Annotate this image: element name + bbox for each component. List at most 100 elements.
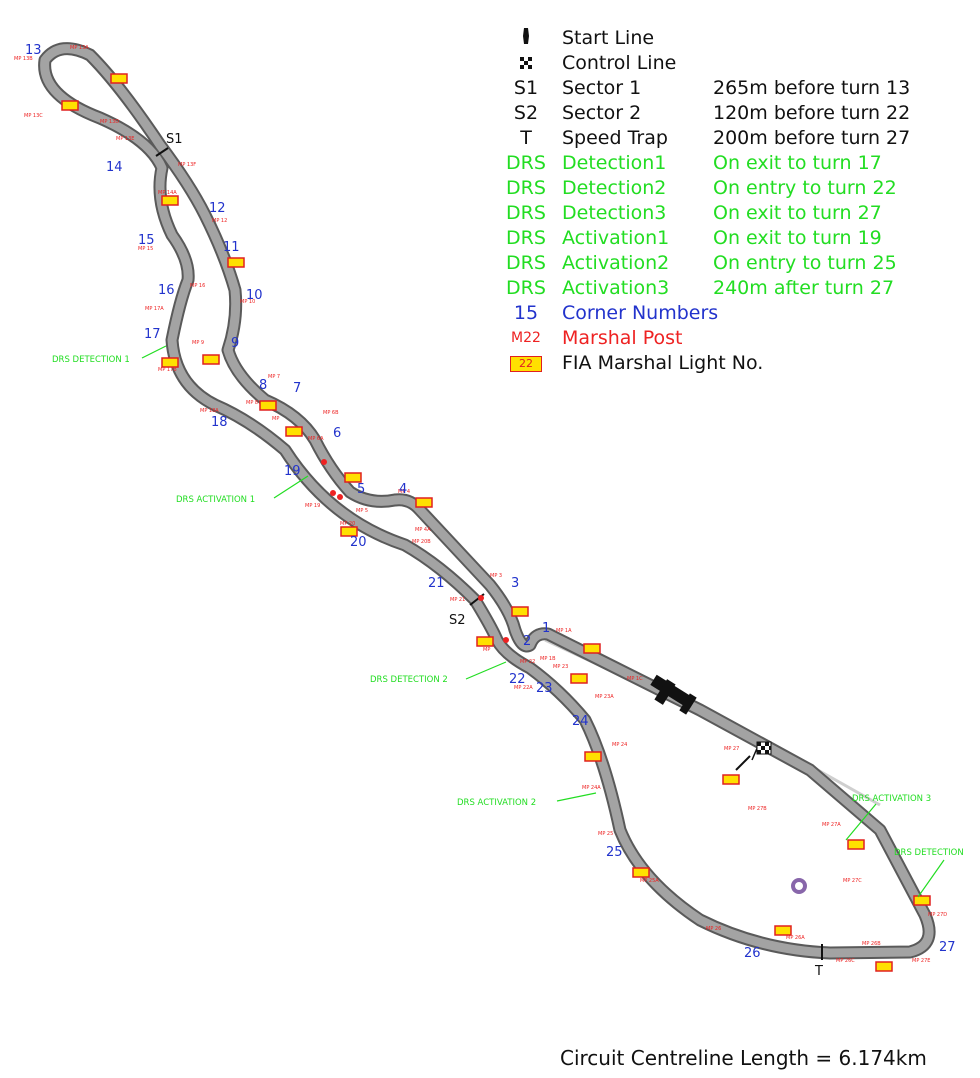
corner-17: 17 bbox=[144, 327, 161, 342]
legend-sector1-name: Sector 1 bbox=[562, 77, 642, 99]
svg-text:MP 21: MP 21 bbox=[450, 597, 465, 603]
legend-drs-detection3-name: Detection3 bbox=[562, 202, 667, 224]
svg-text:MP 27B: MP 27B bbox=[748, 806, 767, 812]
svg-text:MP 27A: MP 27A bbox=[822, 822, 841, 828]
legend-drs-activation2-name: Activation2 bbox=[562, 252, 670, 274]
svg-text:MP 22A: MP 22A bbox=[514, 685, 533, 691]
checkered-flag-icon bbox=[751, 741, 772, 761]
svg-text:MP 27E: MP 27E bbox=[912, 958, 930, 964]
corner-6: 6 bbox=[333, 426, 341, 441]
svg-text:MP 13C: MP 13C bbox=[24, 113, 43, 119]
checkered-flag-icon bbox=[500, 51, 552, 76]
drs-leader-lines bbox=[141, 345, 945, 898]
svg-text:MP 23A: MP 23A bbox=[595, 694, 614, 700]
legend-drs-detection1-symbol: DRS bbox=[506, 152, 546, 174]
marshal-light-boxes bbox=[61, 73, 931, 972]
drs-detection3-callout: DRS DETECTION bbox=[894, 848, 964, 858]
legend-drs-activation1-name: Activation1 bbox=[562, 227, 670, 249]
legend-speed-trap-desc: 200m before turn 27 bbox=[713, 127, 911, 149]
legend-marshal-post-name: Marshal Post bbox=[562, 327, 683, 349]
svg-text:MP 26: MP 26 bbox=[706, 926, 721, 932]
legend-drs-activation3-symbol: DRS bbox=[506, 277, 546, 299]
svg-text:MP 26C: MP 26C bbox=[836, 958, 855, 964]
svg-text:MP 6A: MP 6A bbox=[308, 436, 324, 442]
marshal-light-icon: 22 bbox=[500, 351, 552, 376]
track-surface bbox=[40, 44, 934, 958]
legend-drs-activation2-symbol: DRS bbox=[506, 252, 546, 274]
corner-14: 14 bbox=[106, 160, 123, 175]
corner-3: 3 bbox=[511, 576, 519, 591]
corner-11: 11 bbox=[223, 240, 240, 255]
marshal-post-dots bbox=[321, 459, 509, 643]
legend-sector2-desc: 120m before turn 22 bbox=[713, 102, 911, 124]
svg-text:MP 7: MP 7 bbox=[268, 374, 280, 380]
svg-text:MP 1C: MP 1C bbox=[627, 676, 643, 682]
compass-icon bbox=[791, 878, 807, 894]
drs-activation1-callout: DRS ACTIVATION 1 bbox=[176, 495, 255, 505]
svg-text:MP 15: MP 15 bbox=[138, 246, 153, 252]
legend-marshal-light-symbol: 22 bbox=[510, 355, 542, 372]
drs-detection1-callout: DRS DETECTION 1 bbox=[52, 355, 130, 365]
legend-start-line-name: Start Line bbox=[562, 27, 655, 49]
corner-1: 1 bbox=[542, 621, 550, 636]
corner-8: 8 bbox=[259, 378, 267, 393]
corner-18: 18 bbox=[211, 415, 228, 430]
svg-text:MP 23: MP 23 bbox=[553, 664, 568, 670]
svg-text:MP 22: MP 22 bbox=[520, 659, 535, 665]
svg-text:MP 10: MP 10 bbox=[240, 299, 255, 305]
svg-text:MP 9: MP 9 bbox=[192, 340, 204, 346]
svg-text:MP 24A: MP 24A bbox=[582, 785, 601, 791]
svg-text:MP 27: MP 27 bbox=[724, 746, 739, 752]
svg-text:MP: MP bbox=[272, 416, 279, 422]
legend-speed-trap-name: Speed Trap bbox=[562, 127, 668, 149]
legend-marshal-post-symbol: M22 bbox=[511, 330, 541, 346]
corner-20: 20 bbox=[350, 535, 367, 550]
svg-text:MP 17B: MP 17B bbox=[158, 367, 177, 373]
corner-24: 24 bbox=[572, 714, 589, 729]
svg-text:MP 13E: MP 13E bbox=[116, 136, 134, 142]
svg-text:MP 13B: MP 13B bbox=[14, 56, 33, 62]
legend-drs-detection3-desc: On exit to turn 27 bbox=[713, 202, 882, 224]
svg-text:MP 3: MP 3 bbox=[490, 573, 502, 579]
sector2-label: S2 bbox=[449, 613, 466, 628]
corner-22: 22 bbox=[509, 672, 526, 687]
svg-text:MP 13F: MP 13F bbox=[178, 162, 196, 168]
legend-speed-trap-symbol: T bbox=[520, 127, 532, 149]
sector1-line bbox=[155, 147, 169, 157]
corner-16: 16 bbox=[158, 283, 175, 298]
legend-drs-detection1-name: Detection1 bbox=[562, 152, 667, 174]
svg-text:MP 13D: MP 13D bbox=[100, 119, 119, 125]
svg-text:MP 16: MP 16 bbox=[190, 283, 205, 289]
svg-text:MP 19: MP 19 bbox=[305, 503, 320, 509]
legend-corner-numbers-name: Corner Numbers bbox=[562, 302, 719, 324]
svg-text:MP 14A: MP 14A bbox=[158, 190, 177, 196]
corner-10: 10 bbox=[246, 288, 263, 303]
svg-text:MP 25A: MP 25A bbox=[640, 878, 659, 884]
corner-21: 21 bbox=[428, 576, 445, 591]
svg-text:MP 24: MP 24 bbox=[612, 742, 627, 748]
corner-27: 27 bbox=[939, 940, 956, 955]
legend-sector2-name: Sector 2 bbox=[562, 102, 642, 124]
legend-drs-activation2-desc: On entry to turn 25 bbox=[713, 252, 897, 274]
drs-activation2-callout: DRS ACTIVATION 2 bbox=[457, 798, 536, 808]
control-line-mark bbox=[735, 755, 751, 771]
svg-text:MP 27D: MP 27D bbox=[928, 912, 947, 918]
corner-15: 15 bbox=[138, 233, 155, 248]
svg-text:MP 1A: MP 1A bbox=[556, 628, 572, 634]
circuit-length: Circuit Centreline Length = 6.174km bbox=[560, 1046, 927, 1070]
start-line-icon bbox=[500, 26, 552, 51]
legend-sector1-desc: 265m before turn 13 bbox=[713, 77, 911, 99]
svg-text:MP 18A: MP 18A bbox=[200, 408, 219, 414]
legend-drs-activation3-name: Activation3 bbox=[562, 277, 670, 299]
corner-2: 2 bbox=[523, 634, 531, 649]
legend-sector2-symbol: S2 bbox=[513, 102, 539, 124]
svg-text:MP: MP bbox=[483, 647, 490, 653]
svg-text:MP 12: MP 12 bbox=[212, 218, 227, 224]
drs-activation3-callout: DRS ACTIVATION 3 bbox=[852, 794, 931, 804]
legend-drs-detection3-symbol: DRS bbox=[506, 202, 546, 224]
svg-text:MP 4A: MP 4A bbox=[415, 527, 431, 533]
legend-drs-activation1-symbol: DRS bbox=[506, 227, 546, 249]
svg-text:MP 20B: MP 20B bbox=[412, 539, 431, 545]
svg-text:MP 26A: MP 26A bbox=[786, 935, 805, 941]
